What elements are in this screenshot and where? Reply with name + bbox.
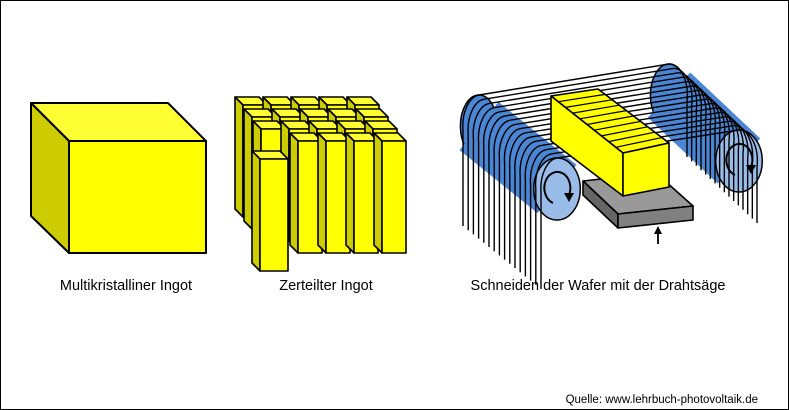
wire-saw — [459, 63, 763, 289]
cut-ingot-label: Zerteilter Ingot — [279, 278, 373, 294]
extracted-pillar — [251, 150, 289, 272]
cut-ingot-pillars — [234, 96, 407, 272]
wire-saw-label: Schneiden der Wafer mit der Drahtsäge — [470, 278, 726, 294]
arrowhead-icon — [564, 193, 574, 202]
rotation-arrow-icon — [543, 170, 572, 204]
lift-arrowhead-icon — [654, 226, 662, 234]
source-credit: Quelle: www.lehrbuch-photovoltaik.de — [565, 394, 758, 406]
ingot-label: Multikristalliner Ingot — [59, 278, 193, 294]
multicrystalline-ingot — [30, 102, 207, 254]
pillar — [373, 132, 407, 254]
arrowhead-icon — [746, 165, 756, 174]
ingot-being-sliced — [550, 88, 670, 197]
